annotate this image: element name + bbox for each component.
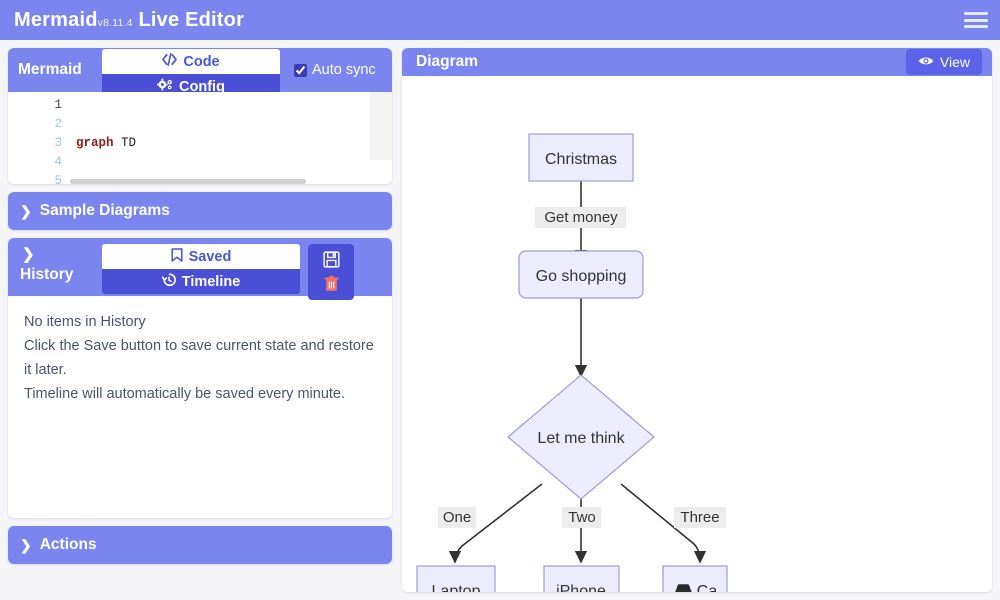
auto-sync-toggle[interactable]: Auto sync: [294, 62, 376, 78]
diagram-panel-title: Diagram: [416, 53, 479, 70]
save-icon[interactable]: [320, 248, 342, 270]
history-tabs: Saved Timeline: [102, 244, 300, 294]
editor-code-area[interactable]: graph TD A[Christmas] -->|Get money| B(G…: [70, 92, 392, 184]
node-iphone[interactable]: iPhone: [543, 565, 620, 592]
actions-panel[interactable]: ❯ Actions: [8, 526, 392, 564]
tab-config-label: Config: [179, 78, 225, 95]
tab-code-label: Code: [183, 53, 220, 70]
auto-sync-label: Auto sync: [312, 62, 376, 78]
line-number: 5: [54, 174, 62, 184]
flowchart-svg: Get money One Two Three Christmas: [416, 133, 728, 592]
trash-icon[interactable]: [320, 272, 342, 294]
node-go-shopping[interactable]: Go shopping: [518, 250, 644, 299]
car-icon: [675, 584, 692, 592]
app-version: v8.11.4: [97, 16, 133, 29]
edge-label-get-money: Get money: [544, 209, 618, 226]
actions-label: Actions: [39, 536, 97, 553]
node-label: iPhone: [556, 583, 606, 592]
history-panel-title: History: [20, 266, 74, 283]
app-brand: Mermaidv8.11.4 Live Editor: [14, 9, 244, 32]
history-action-buttons: [308, 244, 354, 300]
node-laptop[interactable]: Laptop: [416, 565, 496, 592]
line-number: 1: [54, 98, 62, 112]
chevron-down-icon[interactable]: ❯: [22, 246, 35, 263]
app-header: Mermaidv8.11.4 Live Editor: [0, 0, 1000, 40]
tab-code[interactable]: Code: [102, 49, 280, 74]
left-sidebar: Mermaid Code: [8, 48, 392, 592]
node-label: Ca: [697, 583, 718, 592]
line-number: 3: [54, 136, 62, 150]
gear-icon: [157, 78, 173, 95]
tab-timeline[interactable]: Timeline: [102, 269, 300, 294]
editor-scrollbar-horizontal[interactable]: [70, 179, 306, 184]
edge-label-three: Three: [680, 509, 719, 526]
tab-timeline-label: Timeline: [181, 273, 241, 290]
chevron-right-icon: ❯: [20, 202, 32, 219]
bookmark-icon: [171, 247, 183, 266]
flowchart-edges: [448, 181, 707, 564]
line-number: 4: [54, 155, 62, 169]
history-clock-icon: [161, 272, 176, 291]
line-number: 2: [54, 117, 62, 131]
hamburger-icon[interactable]: [962, 10, 990, 30]
edge-label-bg: [535, 207, 626, 228]
sample-diagrams-panel[interactable]: ❯ Sample Diagrams: [8, 192, 392, 230]
brand-name: Mermaid: [14, 8, 98, 31]
code-line: graph TD: [76, 136, 137, 150]
history-panel: ❯ History Saved Timeline: [8, 238, 392, 518]
code-icon: [162, 53, 178, 70]
sample-diagrams-label: Sample Diagrams: [39, 202, 170, 219]
history-empty-message: No items in History Click the Save butto…: [8, 296, 392, 518]
edge-label-two: Two: [568, 509, 596, 526]
diagram-canvas[interactable]: Get money One Two Three Christmas: [402, 76, 992, 592]
editor-scrollbar-vertical[interactable]: [370, 92, 392, 160]
node-car[interactable]: Ca: [662, 565, 728, 592]
node-label: Let me think: [537, 430, 625, 447]
edge-label-bg: [438, 507, 476, 528]
mermaid-panel-header: Mermaid Code: [8, 48, 392, 99]
brand-suffix: Live Editor: [138, 8, 245, 31]
history-message-line: Timeline will automatically be saved eve…: [24, 386, 346, 402]
diagram-panel-header: Diagram View: [402, 48, 992, 76]
view-button[interactable]: View: [905, 49, 982, 75]
page-body: Mermaid Code: [0, 40, 1000, 600]
flowchart-nodes: Christmas Go shopping Let me think: [416, 133, 728, 592]
editor-gutter: 1 2 3 4 5: [8, 92, 70, 184]
mermaid-panel-title: Mermaid: [18, 61, 82, 78]
code-editor[interactable]: 1 2 3 4 5 graph TD A[Christmas] -->|Get …: [8, 92, 392, 184]
tab-saved-label: Saved: [188, 248, 232, 265]
eye-icon: [918, 54, 934, 70]
view-button-label: View: [939, 54, 970, 70]
edge-label-bg: [674, 507, 726, 528]
node-label: Christmas: [545, 151, 617, 168]
edge-label-one: One: [443, 509, 471, 526]
node-label: Laptop: [432, 583, 481, 592]
tab-saved[interactable]: Saved: [102, 244, 300, 269]
diagram-column: Diagram View: [402, 48, 992, 592]
edge-C-D: [448, 483, 543, 564]
history-message-line: No items in History: [24, 314, 146, 330]
node-label: Go shopping: [536, 268, 627, 285]
chevron-right-icon: ❯: [20, 536, 32, 553]
history-panel-header: ❯ History Saved Timeline: [8, 238, 392, 300]
mermaid-editor-panel: Mermaid Code: [8, 48, 392, 184]
edge-label-bg: [562, 507, 601, 528]
flowchart-edge-labels: Get money One Two Three: [438, 207, 726, 528]
diagram-panel: Diagram View: [402, 48, 992, 592]
history-message-line: Click the Save button to save current st…: [24, 338, 374, 378]
edge-C-F: [620, 483, 707, 564]
auto-sync-checkbox[interactable]: [294, 63, 307, 77]
node-christmas[interactable]: Christmas: [528, 133, 634, 182]
node-let-me-think[interactable]: Let me think: [507, 374, 655, 500]
